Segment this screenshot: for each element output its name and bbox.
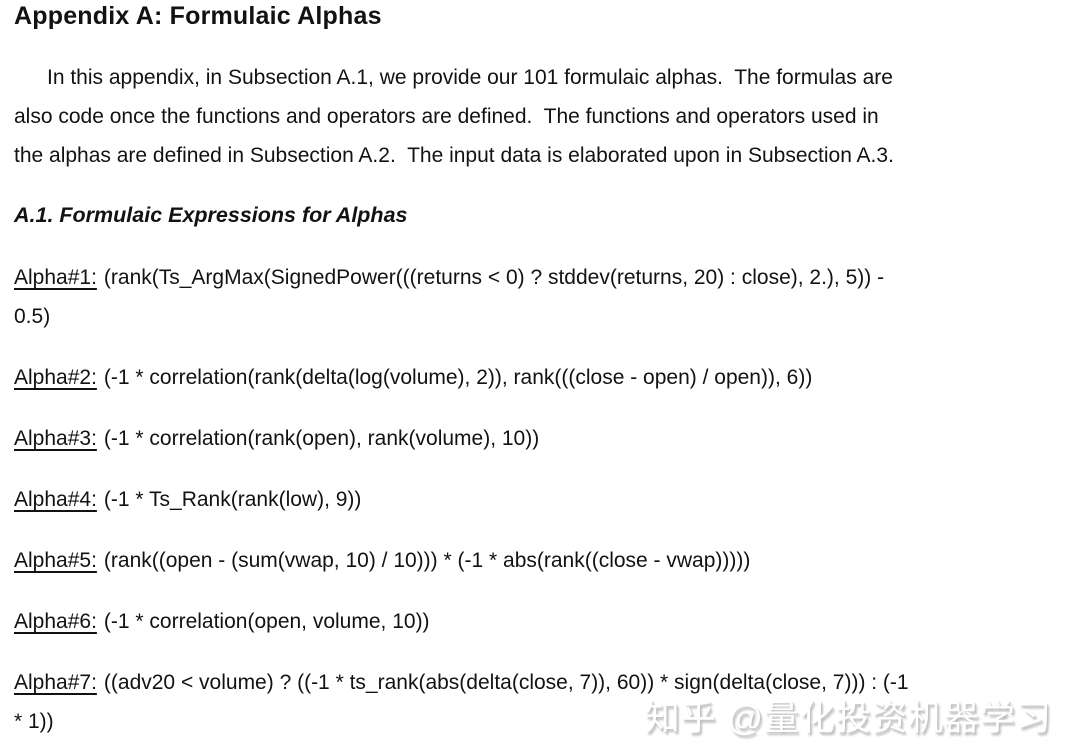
intro-line-3: the alphas are defined in Subsection A.2… [14, 144, 894, 167]
alpha-formula-line: Alpha#6: (-1 * correlation(open, volume, … [14, 602, 1064, 641]
alpha-7-label: Alpha#7: [14, 671, 97, 694]
alpha-7-expression: ((adv20 < volume) ? ((-1 * ts_rank(abs(d… [103, 671, 909, 694]
alpha-1-expression: (rank(Ts_ArgMax(SignedPower(((returns < … [103, 266, 885, 289]
alpha-formula-line: Alpha#5: (rank((open - (sum(vwap, 10) / 1… [14, 541, 1064, 580]
alpha-formula-line: Alpha#4: (-1 * Ts_Rank(rank(low), 9)) [14, 480, 1064, 519]
alpha-formula-line: Alpha#1: (rank(Ts_ArgMax(SignedPower(((re… [14, 258, 1064, 297]
page-title: Appendix A: Formulaic Alphas [14, 2, 382, 30]
alpha-7-formula: Alpha#7: ((adv20 < volume) ? ((-1 * ts_ra… [14, 663, 1064, 741]
alpha-formula-line: Alpha#7: ((adv20 < volume) ? ((-1 * ts_ra… [14, 663, 1064, 702]
alpha-5-label: Alpha#5: [14, 549, 97, 572]
section-heading: A.1. Formulaic Expressions for Alphas [14, 203, 408, 227]
alpha-2-formula: Alpha#2: (-1 * correlation(rank(delta(log… [14, 358, 1064, 397]
alpha-2-expression: (-1 * correlation(rank(delta(log(volume)… [103, 366, 813, 389]
alpha-formula-line: Alpha#3: (-1 * correlation(rank(open), ra… [14, 419, 1064, 458]
alpha-4-label: Alpha#4: [14, 488, 97, 511]
intro-paragraph: In this appendix, in Subsection A.1, we … [14, 58, 1064, 175]
alpha-6-label: Alpha#6: [14, 610, 97, 633]
alpha-1-label: Alpha#1: [14, 266, 97, 289]
alpha-1-formula: Alpha#1: (rank(Ts_ArgMax(SignedPower(((re… [14, 258, 1064, 336]
intro-line-2: also code once the functions and operato… [14, 105, 879, 128]
alpha-3-expression: (-1 * correlation(rank(open), rank(volum… [103, 427, 540, 450]
intro-line-1: In this appendix, in Subsection A.1, we … [47, 66, 893, 89]
alpha-6-formula: Alpha#6: (-1 * correlation(open, volume, … [14, 602, 1064, 641]
alpha-4-formula: Alpha#4: (-1 * Ts_Rank(rank(low), 9)) [14, 480, 1064, 519]
alpha-3-formula: Alpha#3: (-1 * correlation(rank(open), ra… [14, 419, 1064, 458]
alpha-5-expression: (rank((open - (sum(vwap, 10) / 10))) * (… [103, 549, 751, 572]
alpha-5-formula: Alpha#5: (rank((open - (sum(vwap, 10) / 1… [14, 541, 1064, 580]
alpha-3-label: Alpha#3: [14, 427, 97, 450]
alpha-7-expression-cont: * 1)) [14, 710, 54, 733]
alpha-formula-line: Alpha#2: (-1 * correlation(rank(delta(log… [14, 358, 1064, 397]
alpha-1-expression-cont: 0.5) [14, 305, 51, 328]
alpha-4-expression: (-1 * Ts_Rank(rank(low), 9)) [103, 488, 362, 511]
alpha-6-expression: (-1 * correlation(open, volume, 10)) [103, 610, 430, 633]
alpha-2-label: Alpha#2: [14, 366, 97, 389]
